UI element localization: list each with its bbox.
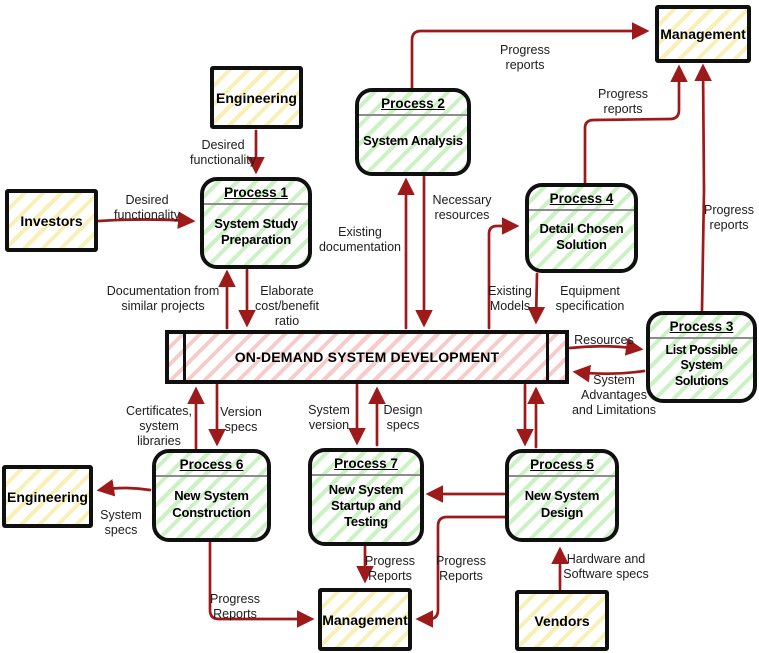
- flow-label-equipment-specification: Equipment specification: [555, 284, 625, 313]
- flow-label-version-specs: Version specs: [220, 405, 262, 434]
- process-header: Process 2: [359, 92, 467, 116]
- process-header: Process 4: [529, 187, 634, 211]
- datastore-divider-right: [546, 333, 549, 381]
- flow-label-existing-documentation: Existing documentation: [318, 225, 401, 254]
- process-name: New System Design: [524, 488, 600, 520]
- process-header: Process 1: [204, 181, 308, 205]
- entity-engineering-top: Engineering: [210, 66, 303, 129]
- flow-label-necessary-resources: Necessary resources: [432, 193, 492, 222]
- flow-label-system-advantages: System Advantages and Limitations: [571, 373, 657, 417]
- flow-label-system-specs: System specs: [100, 508, 142, 537]
- arrow-process4-to-management-top: [583, 64, 688, 185]
- entity-label: Engineering: [216, 89, 297, 106]
- flow-label-progress-reports-p5: Progress Reports: [435, 554, 487, 583]
- flow-label-system-version: System version: [308, 403, 350, 432]
- process-header: Process 7: [312, 452, 420, 476]
- arrow-process3-to-management-top: [694, 63, 712, 312]
- flow-label-hardware-software: Hardware and Software specs: [563, 552, 649, 581]
- entity-management-top: Management: [655, 5, 751, 63]
- flow-label-progress-reports-p7: Progress Reports: [364, 554, 416, 583]
- process-3: Process 3 List Possible System Solutions: [646, 311, 757, 403]
- flow-label-desired-functionality-top: Desired functionality: [189, 138, 256, 167]
- entity-management-bottom: Management: [318, 588, 412, 651]
- process-4: Process 4 Detail Chosen Solution: [525, 183, 638, 273]
- entity-label: Engineering: [7, 488, 88, 505]
- datastore-on-demand-system-development: ON-DEMAND SYSTEM DEVELOPMENT: [165, 330, 569, 384]
- process-name: New System Startup and Testing: [328, 481, 404, 530]
- flow-label-resources: Resources: [574, 333, 634, 347]
- process-name: List Possible System Solutions: [665, 342, 738, 388]
- process-6: Process 6 New System Construction: [152, 449, 271, 542]
- process-header: Process 5: [509, 453, 615, 477]
- entity-engineering-bottom: Engineering: [2, 465, 93, 528]
- flow-label-progress-reports-p2: Progress reports: [499, 43, 551, 72]
- flow-label-progress-reports-p4: Progress reports: [597, 87, 649, 116]
- entity-label: Management: [322, 611, 408, 628]
- flow-label-existing-models: Existing Models: [488, 284, 532, 313]
- process-name: New System Construction: [172, 488, 251, 520]
- process-2: Process 2 System Analysis: [355, 88, 471, 176]
- flow-label-progress-reports-p3: Progress reports: [703, 203, 755, 232]
- entity-label: Vendors: [534, 612, 590, 629]
- entity-label: Management: [660, 26, 746, 42]
- process-1: Process 1 System Study Preparation: [200, 177, 312, 269]
- process-header: Process 3: [650, 315, 753, 339]
- flow-label-elaborate-ratio: Elaborate cost/benefit ratio: [255, 284, 319, 328]
- flow-label-documentation-similar: Documentation from similar projects: [106, 284, 220, 313]
- flow-label-design-specs: Design specs: [383, 403, 423, 432]
- flow-label-certificates-libraries: Certificates, system libraries: [126, 404, 192, 448]
- process-5: Process 5 New System Design: [505, 449, 619, 542]
- flow-label-desired-functionality-left: Desired functionality: [113, 193, 180, 222]
- process-name: System Analysis: [363, 132, 463, 148]
- process-7: Process 7 New System Startup and Testing: [308, 448, 424, 546]
- process-name: System Study Preparation: [214, 215, 298, 247]
- entity-investors: Investors: [5, 189, 98, 252]
- datastore-label: ON-DEMAND SYSTEM DEVELOPMENT: [234, 349, 500, 365]
- process-name: Detail Chosen Solution: [539, 220, 624, 252]
- arrow-process6-to-engineering: [96, 479, 152, 497]
- entity-vendors: Vendors: [515, 590, 609, 651]
- entity-label: Investors: [20, 212, 83, 229]
- flow-label-progress-reports-p6: Progress Reports: [209, 592, 261, 621]
- process-header: Process 6: [156, 453, 267, 477]
- datastore-divider-left: [183, 333, 186, 381]
